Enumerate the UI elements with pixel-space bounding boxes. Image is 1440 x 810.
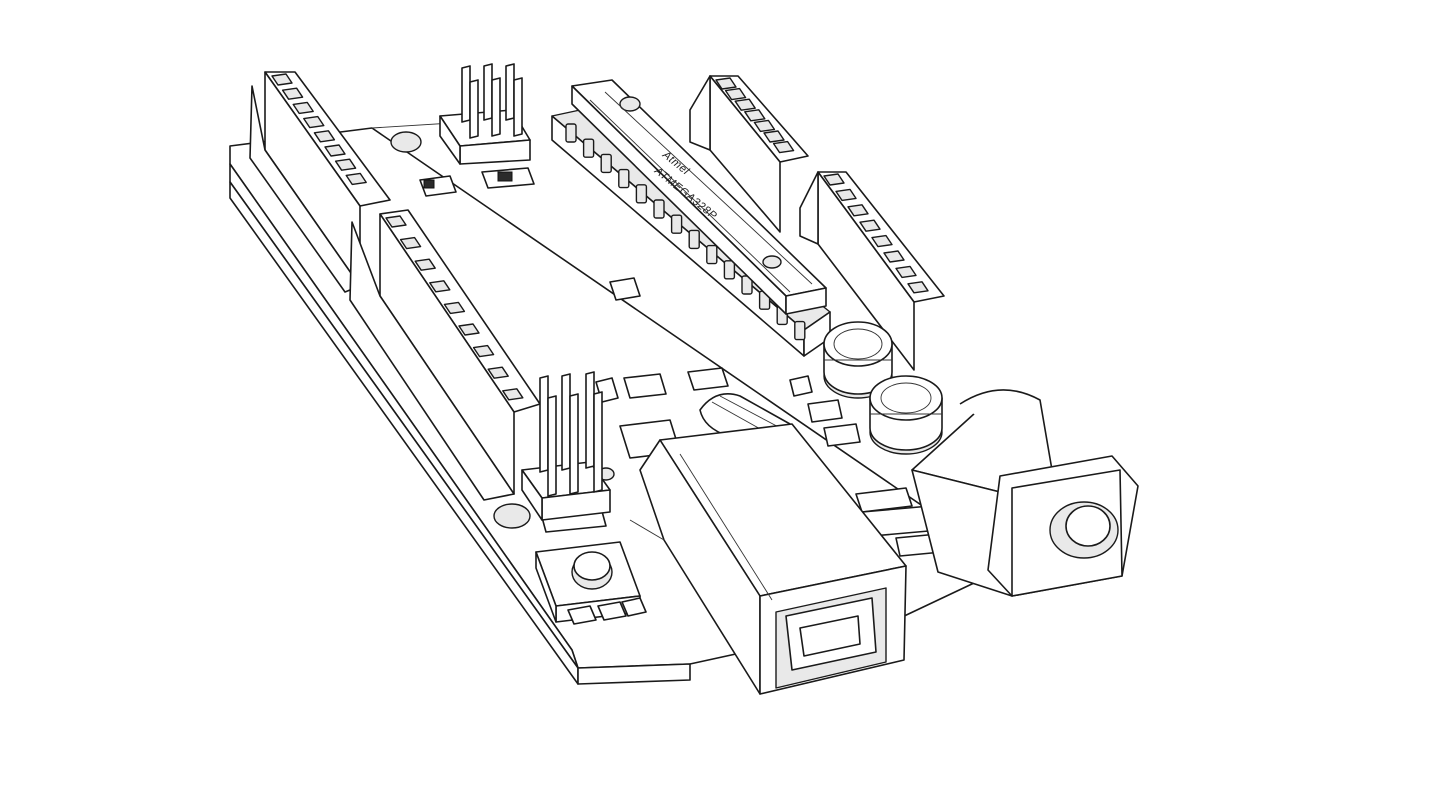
header-socket-hole [458, 323, 480, 336]
header-socket-hole [271, 73, 293, 86]
electrolytic-capacitor-1 [823, 321, 893, 399]
header-socket-hole [345, 172, 367, 186]
usb-b-connector [629, 423, 907, 695]
header-socket-hole [871, 234, 893, 248]
header-socket-hole [859, 219, 881, 232]
header-socket-hole [724, 87, 747, 101]
header-socket-hole [715, 77, 737, 90]
socket-pin [688, 229, 700, 250]
smd-components [390, 131, 943, 557]
header-right-power [689, 75, 809, 233]
header-socket-hole [835, 188, 857, 202]
socket-pin [565, 123, 577, 143]
header-socket-hole [414, 258, 436, 271]
header-socket-hole [502, 388, 524, 401]
socket-pin [794, 320, 806, 341]
socket-pin [582, 138, 595, 158]
header-pin [585, 371, 595, 469]
icsp-header-bottom [521, 371, 611, 521]
socket-pin [706, 244, 718, 265]
icsp-header-top [439, 63, 531, 165]
header-pin [469, 79, 479, 139]
mounting-hole-bottom [493, 503, 531, 529]
header-socket-hole [753, 119, 776, 133]
header-socket-hole [883, 250, 905, 263]
header-socket-hole [399, 236, 422, 250]
header-socket-hole [472, 344, 495, 358]
header-left-front [349, 209, 541, 501]
header-socket-hole [907, 281, 929, 294]
header-pin [569, 393, 579, 495]
header-socket-hole [763, 130, 785, 143]
header-socket-hole [443, 301, 466, 315]
header-left-back [249, 71, 391, 293]
header-pin [547, 395, 557, 497]
header-pin [561, 373, 571, 471]
reset-button [535, 541, 647, 625]
socket-pin [635, 184, 648, 204]
header-pin [461, 65, 471, 123]
socket-pin [723, 260, 736, 280]
socket-pin [600, 153, 612, 174]
header-right-analog [799, 171, 945, 371]
header-socket-hole [847, 204, 869, 217]
header-socket-hole [292, 101, 314, 115]
header-socket-hole [303, 115, 325, 129]
header-pin [539, 375, 549, 473]
header-socket-hole [324, 144, 346, 157]
header-socket-hole [385, 215, 407, 228]
header-pin [513, 77, 523, 137]
header-socket-hole [895, 265, 917, 279]
header-pin [483, 63, 493, 121]
header-socket-hole [487, 366, 509, 379]
header-socket-hole [334, 158, 357, 171]
header-socket-hole [744, 109, 766, 122]
microcontroller-chip: Atmel ATMEGA328P [571, 79, 827, 315]
header-socket-hole [772, 140, 795, 154]
header-socket-hole [823, 173, 845, 186]
electrolytic-capacitor-2 [869, 375, 943, 455]
header-socket-hole [734, 98, 756, 111]
header-pin [505, 63, 515, 121]
header-socket-hole [281, 87, 304, 100]
socket-pin [653, 199, 665, 219]
header-socket-hole [313, 130, 336, 143]
header-pin [593, 391, 603, 493]
header-socket-hole [429, 280, 451, 293]
socket-pin [618, 168, 630, 189]
header-pin [491, 77, 501, 137]
socket-pin [670, 214, 683, 234]
dc-power-jack [911, 389, 1139, 597]
mounting-hole-top [390, 131, 422, 153]
